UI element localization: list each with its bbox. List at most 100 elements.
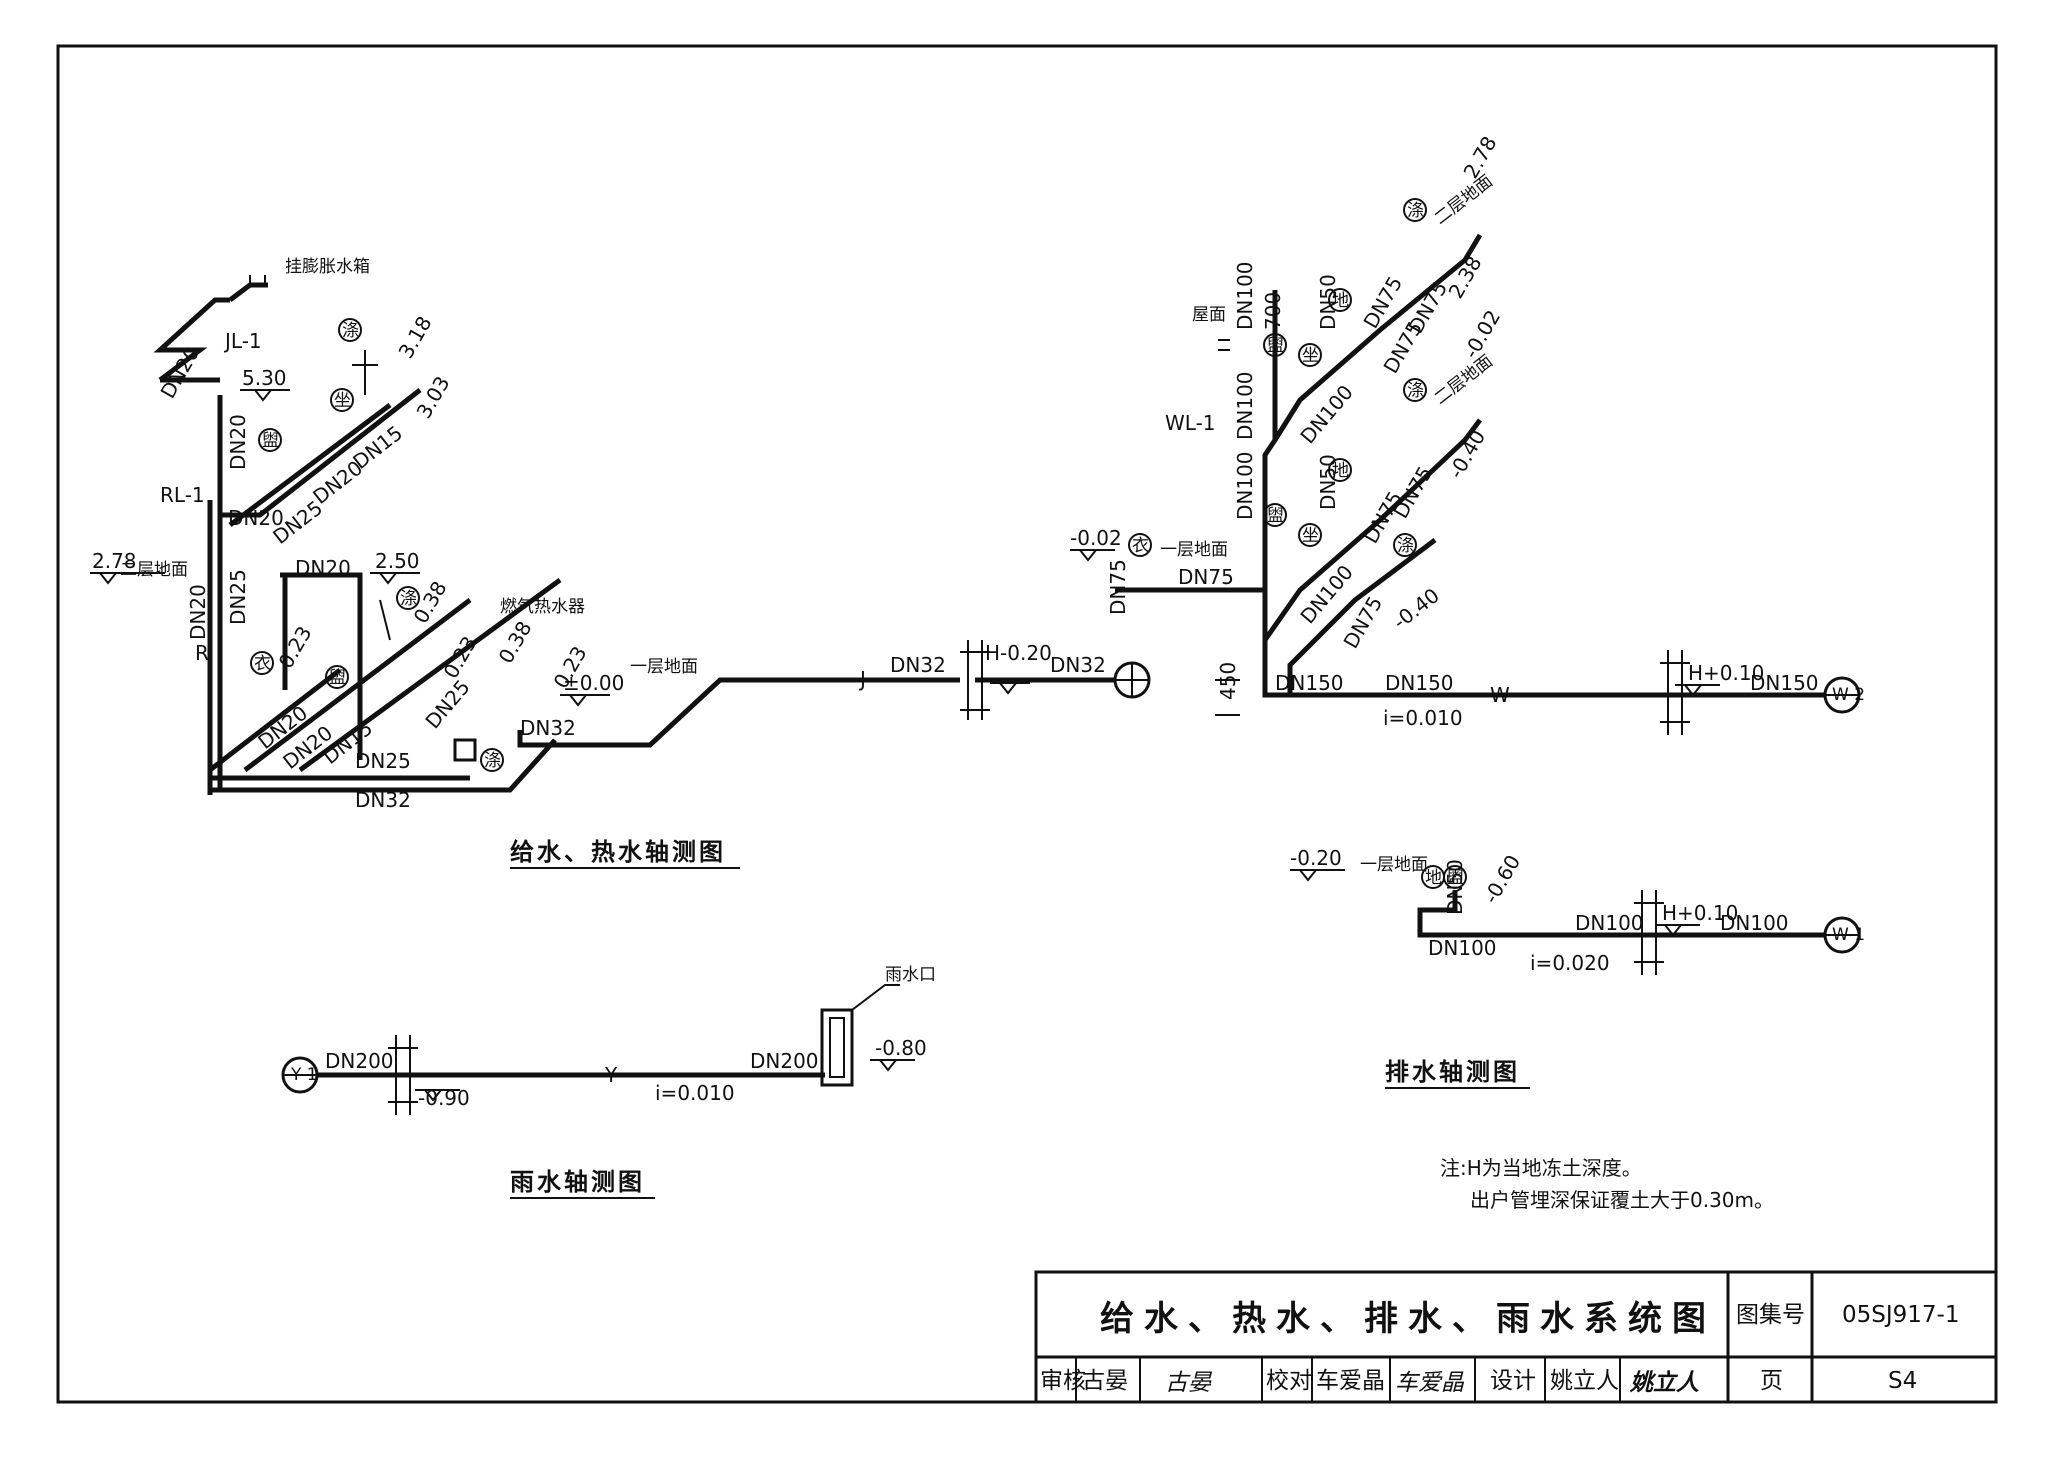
note-line-1: 注:H为当地冻土深度。	[1440, 1156, 1642, 1180]
svg-text:DN75: DN75	[1178, 565, 1234, 589]
svg-text:盥: 盥	[1267, 336, 1284, 356]
hot-loop	[280, 572, 363, 760]
floor2-label-a: 二层地面	[1431, 171, 1497, 229]
pipe-code-j: J	[858, 667, 866, 691]
svg-text:i=0.020: i=0.020	[1530, 951, 1610, 975]
svg-text:i=0.010: i=0.010	[1383, 706, 1463, 730]
page-number: S4	[1888, 1368, 1917, 1394]
svg-text:DN200: DN200	[750, 1049, 819, 1073]
dim-450: 450	[1216, 662, 1240, 700]
supply-diagram-title: 给水、热水轴测图	[510, 838, 726, 866]
pipe-code-y: Y	[604, 1063, 618, 1087]
svg-text:-0.40: -0.40	[1388, 583, 1444, 634]
checker-signature: 车爱晶	[1395, 1370, 1465, 1396]
drain-lower-branch	[1287, 538, 1437, 695]
expansion-tank-pipe	[228, 282, 268, 302]
floor1-label-a: 一层地面	[1160, 540, 1228, 560]
floor2-label: 二层地面	[120, 560, 188, 580]
svg-text:DN100: DN100	[1295, 380, 1357, 448]
page-label: 页	[1760, 1368, 1783, 1394]
reviewer-name: 古晏	[1082, 1368, 1128, 1394]
title-block: 给水、热水、排水、雨水系统图 图集号 05SJ917-1 审核 古晏 古晏 校对…	[1034, 1270, 1998, 1404]
fixture-taps	[352, 350, 391, 641]
note-block: 注:H为当地冻土深度。 出户管埋深保证覆土大于0.30m。	[1440, 1156, 1774, 1212]
fixture-badge: 盥	[262, 431, 279, 451]
supply-riser-pipe	[207, 395, 223, 795]
svg-text:DN75: DN75	[1339, 592, 1388, 652]
svg-text:i=0.010: i=0.010	[655, 1081, 735, 1105]
drain-fixture-badges: 涤 坐 地 盥 涤 坐 地 盥 衣 涤 地 盥	[1128, 198, 1467, 889]
fixture-badge: 衣	[254, 654, 271, 674]
svg-text:DN50: DN50	[1316, 274, 1340, 330]
design-label: 设计	[1490, 1368, 1536, 1394]
svg-text:-0.80: -0.80	[875, 1036, 927, 1060]
pipe-code-w: W	[1490, 683, 1510, 707]
pipe-code-r: R	[195, 641, 209, 665]
svg-text:DN32: DN32	[355, 788, 411, 812]
svg-text:H+0.10: H+0.10	[1688, 661, 1764, 685]
drain-floor2-branch	[1272, 233, 1483, 442]
svg-text:DN100: DN100	[1720, 911, 1789, 935]
floor1-label: 一层地面	[630, 657, 698, 677]
svg-text:W 1: W 1	[1832, 925, 1865, 945]
rain-isometric: 雨水口 Y DN200 DN200 -0.90 -0.80 i=0.010 Y …	[281, 965, 936, 1199]
svg-text:DN150: DN150	[1385, 671, 1454, 695]
rain-inlet-label: 雨水口	[885, 965, 936, 985]
atlas-number: 05SJ917-1	[1842, 1302, 1959, 1328]
svg-text:DN20: DN20	[295, 556, 351, 580]
fixture-badge: 涤	[342, 321, 359, 341]
svg-text:-0.90: -0.90	[418, 1086, 470, 1110]
roof-label: 屋面	[1192, 305, 1226, 325]
svg-text:DN25: DN25	[355, 749, 411, 773]
svg-text:DN75: DN75	[1106, 559, 1130, 615]
supply-service-main	[517, 677, 960, 748]
svg-text:DN100: DN100	[1428, 936, 1497, 960]
svg-text:±0.00: ±0.00	[563, 671, 624, 695]
svg-text:DN100: DN100	[1575, 911, 1644, 935]
checker-name: 车爱晶	[1316, 1368, 1385, 1394]
review-label: 审核	[1040, 1368, 1086, 1394]
svg-text:DN150: DN150	[1750, 671, 1819, 695]
svg-text:DN100: DN100	[1233, 371, 1257, 440]
svg-text:DN32: DN32	[890, 653, 946, 677]
svg-text:DN25: DN25	[420, 675, 474, 733]
svg-text:DN100: DN100	[1295, 560, 1357, 628]
svg-text:DN50: DN50	[1316, 454, 1340, 510]
supply-top-branch	[153, 297, 230, 383]
designer-signature: 姚立人	[1629, 1370, 1699, 1396]
svg-text:3.03: 3.03	[412, 372, 455, 423]
drain-floor1-lower-pipe	[1417, 890, 1825, 938]
drawing-title: 给水、热水、排水、雨水系统图	[1100, 1299, 1716, 1339]
svg-text:-0.60: -0.60	[1479, 851, 1526, 908]
svg-text:DN32: DN32	[1050, 653, 1106, 677]
supply-main-horizontal	[210, 738, 557, 793]
svg-text:-0.02: -0.02	[1459, 306, 1506, 363]
drainage-diagram-title: 排水轴测图	[1385, 1058, 1520, 1086]
drain-wall-sleeve	[1660, 650, 1690, 735]
svg-text:涤: 涤	[1407, 201, 1424, 221]
expansion-tank-label: 挂膨胀水箱	[285, 257, 370, 277]
reviewer-signature: 古晏	[1165, 1370, 1213, 1396]
note-line-2: 出户管埋深保证覆土大于0.30m。	[1470, 1188, 1774, 1212]
floor1-label-b: 一层地面	[1360, 855, 1428, 875]
svg-text:盥: 盥	[1447, 868, 1464, 888]
svg-text:DN100: DN100	[1233, 451, 1257, 520]
svg-text:地: 地	[1332, 291, 1349, 311]
fixture-badge: 涤	[400, 589, 417, 609]
svg-text:坐: 坐	[1302, 346, 1319, 366]
expansion-tank-valves	[249, 275, 266, 285]
svg-text:DN20: DN20	[226, 414, 250, 470]
sheet-border	[56, 44, 1998, 1404]
svg-text:2.78: 2.78	[92, 549, 137, 573]
svg-text:地: 地	[1425, 868, 1442, 888]
svg-text:DN75: DN75	[1359, 272, 1408, 332]
gas-heater-symbol	[453, 738, 477, 762]
svg-text:DN150: DN150	[1275, 671, 1344, 695]
designer-name: 姚立人	[1550, 1368, 1619, 1394]
svg-text:涤: 涤	[1397, 536, 1414, 556]
svg-text:0.23: 0.23	[274, 622, 317, 673]
svg-text:W 2: W 2	[1832, 685, 1865, 705]
branch-upper-2	[228, 403, 392, 527]
